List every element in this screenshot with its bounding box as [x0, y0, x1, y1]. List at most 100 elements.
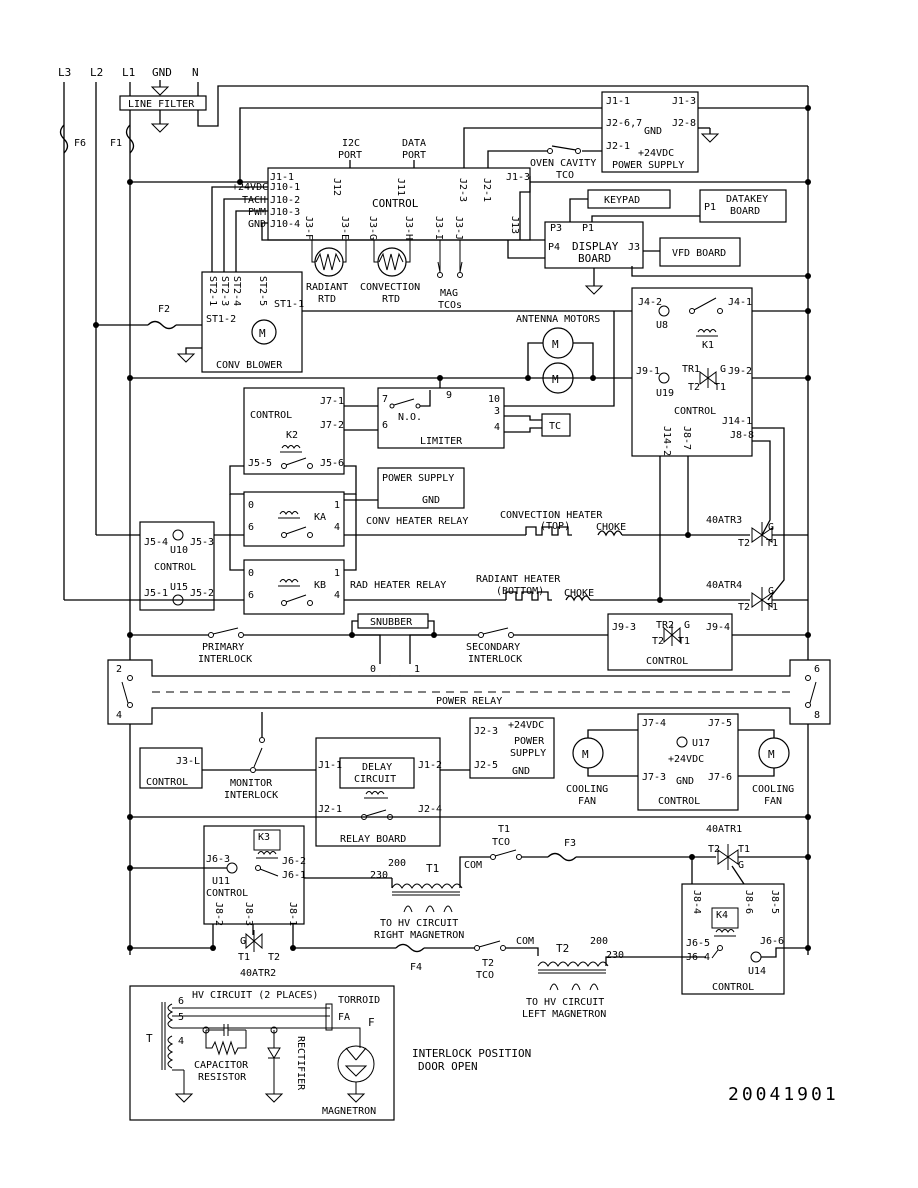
label-n: N: [192, 66, 199, 79]
ka-6: 6: [248, 522, 254, 533]
cr-j14-2: J14-2: [661, 426, 672, 456]
t1-tco-1: T1: [498, 824, 510, 835]
relay-board: [315, 737, 441, 847]
pr-6: 6: [814, 664, 820, 675]
display-p3: P3: [550, 223, 562, 234]
ck3-j8-3: J8-3: [243, 902, 254, 926]
drawing-number: 20041901: [728, 1084, 839, 1105]
data-port-label: PORT: [402, 150, 426, 161]
ck2-k2: K2: [286, 430, 298, 441]
control-k2: [243, 387, 345, 475]
power-relay: [107, 659, 831, 725]
atr4-t1: T1: [766, 602, 778, 613]
line-filter: [119, 95, 207, 111]
ck2-j7-2: J7-2: [320, 420, 344, 431]
note-door-open: DOOR OPEN: [418, 1060, 478, 1073]
kb-label: KB: [314, 580, 326, 591]
t1-label: T1: [426, 862, 439, 875]
ck3-j6-3: J6-3: [206, 854, 230, 865]
vfd-board: [659, 237, 741, 267]
display-p1: P1: [582, 223, 594, 234]
ck3-j8-2: J8-2: [213, 902, 224, 926]
t2-hv1: TO HV CIRCUIT: [526, 997, 604, 1008]
ck4-j6-5: J6-5: [686, 938, 710, 949]
ps-j2-1: J2-1: [606, 141, 630, 152]
limiter-6: 6: [382, 420, 388, 431]
cm-j12: J12: [331, 178, 342, 196]
t2-200: 200: [590, 936, 608, 947]
cr-t2: T2: [688, 382, 700, 393]
ps-j1-1: J1-1: [606, 96, 630, 107]
psl-l2: SUPPLY: [510, 748, 546, 759]
datakey-l2: BOARD: [730, 206, 760, 217]
cj9-title: CONTROL: [646, 656, 688, 667]
control-right: [631, 287, 753, 457]
psm-title: POWER SUPPLY: [382, 473, 454, 484]
ka-1: 1: [334, 500, 340, 511]
cl-j5-2: J5-2: [190, 588, 214, 599]
cm-j10-4: J10-4: [270, 219, 300, 230]
power-supply-low: [469, 717, 555, 779]
control-cooling: [637, 713, 739, 811]
psl-24vdc: +24VDC: [508, 720, 544, 731]
cm-j2-3: J2-3: [457, 178, 468, 202]
display-p4: P4: [548, 242, 560, 253]
cr-j9-1: J9-1: [636, 366, 660, 377]
rb-title: RELAY BOARD: [340, 834, 406, 845]
atr1-t2: T2: [708, 844, 720, 855]
datakey-board: [699, 189, 787, 223]
blower-st1-2: ST1-2: [206, 314, 236, 325]
cm-j3-f: J3-F: [303, 216, 314, 240]
i2c-port-label: PORT: [338, 150, 362, 161]
cc-j7-3: J7-3: [642, 772, 666, 783]
label-l1: L1: [122, 66, 135, 79]
triac-40atr4-label: 40ATR4: [706, 580, 742, 591]
cm-j3-j: J3-J: [453, 216, 464, 240]
cj9-t2: T2: [652, 636, 664, 647]
atr3-t1: T1: [766, 538, 778, 549]
ck4-k4: K4: [716, 910, 728, 921]
delay-circuit: [339, 757, 415, 789]
atr3-g: G: [768, 522, 774, 533]
fuse-f1-label: F1: [110, 138, 122, 149]
ck3-j6-2: J6-2: [282, 856, 306, 867]
cm-j3-h: J3-H: [403, 216, 414, 240]
cm-j10-1: J10-1: [270, 182, 300, 193]
radiant-heater-label2: (BOTTOM): [496, 586, 544, 597]
cc-u17: U17: [692, 738, 710, 749]
t2-tco-1: T2: [482, 958, 494, 969]
ck3-j6-1: J6-1: [282, 870, 306, 881]
cm-j3-e: J3-E: [339, 216, 350, 240]
hv-title: HV CIRCUIT (2 PLACES): [192, 990, 318, 1001]
ck4-j8-5: J8-5: [769, 890, 780, 914]
cc-j7-5: J7-5: [708, 718, 732, 729]
ck4-j8-4: J8-4: [691, 890, 702, 914]
hv-5: 5: [178, 1012, 184, 1023]
mag-tcos-label2: TCOs: [438, 300, 462, 311]
cr-tr1: TR1: [682, 364, 700, 375]
cr-j14-1: J14-1: [722, 416, 752, 427]
cc-j7-6: J7-6: [708, 772, 732, 783]
control-j3: [139, 747, 203, 789]
cm-j13: J13: [509, 216, 520, 234]
cj9-j9-4: J9-4: [706, 622, 730, 633]
limiter-10: 10: [488, 394, 500, 405]
hv-magnetron: MAGNETRON: [322, 1106, 376, 1117]
ck3-title: CONTROL: [206, 888, 248, 899]
cm-j10-3: J10-3: [270, 207, 300, 218]
rb-j1-2: J1-2: [418, 760, 442, 771]
blower-st1-1: ST1-1: [274, 299, 304, 310]
ck2-j5-5: J5-5: [248, 458, 272, 469]
rb-delay: DELAY: [362, 762, 392, 773]
rb-j2-1: J2-1: [318, 804, 342, 815]
secondary-interlock-label: SECONDARY: [466, 642, 520, 653]
note-interlock-position: INTERLOCK POSITION: [412, 1047, 531, 1060]
control-j9: [607, 613, 733, 671]
secondary-interlock-label2: INTERLOCK: [468, 654, 522, 665]
pr-2: 2: [116, 664, 122, 675]
psl-l1: POWER: [514, 736, 545, 747]
i2c-label: I2C: [342, 138, 360, 149]
power-supply-top: [601, 91, 699, 173]
t1-hv2: RIGHT MAGNETRON: [374, 930, 464, 941]
cr-title: CONTROL: [674, 406, 716, 417]
